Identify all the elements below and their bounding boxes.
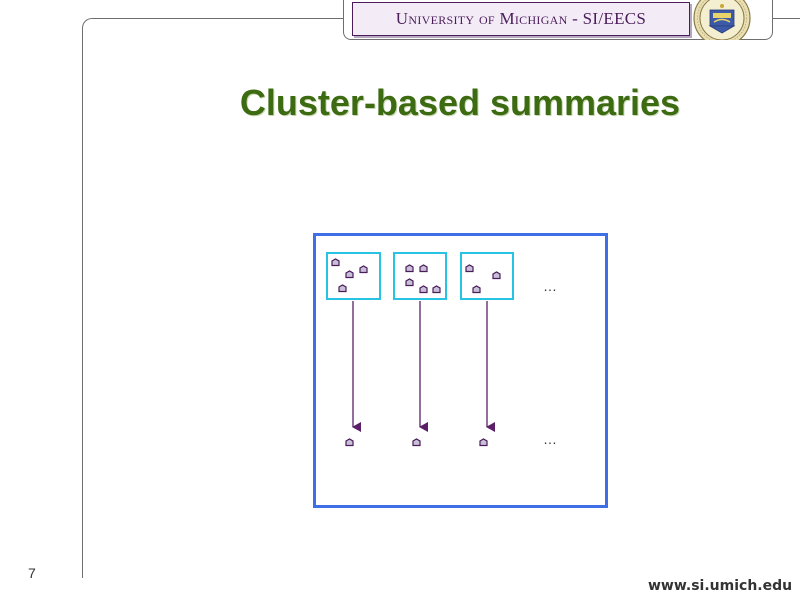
document-dot xyxy=(405,278,414,287)
document-dot xyxy=(465,264,474,273)
document-dot xyxy=(432,285,441,294)
document-dot xyxy=(419,285,428,294)
more-clusters-ellipsis: … xyxy=(543,278,557,294)
document-dot xyxy=(338,284,347,293)
summary-dot xyxy=(345,438,354,447)
outer-collection-box xyxy=(313,233,608,508)
document-dot xyxy=(492,271,501,280)
document-dot xyxy=(472,285,481,294)
header-banner: University of Michigan - SI/EECS xyxy=(352,2,690,36)
document-dot xyxy=(359,265,368,274)
cluster-diagram: … … xyxy=(313,233,608,508)
document-dot xyxy=(405,264,414,273)
institution-label: University of Michigan - SI/EECS xyxy=(395,9,647,28)
university-seal-icon xyxy=(693,0,751,40)
document-dot xyxy=(345,270,354,279)
page-number: 7 xyxy=(28,565,36,581)
document-dot xyxy=(331,258,340,267)
cluster-box xyxy=(460,252,514,300)
document-dot xyxy=(419,264,428,273)
summary-dot xyxy=(479,438,488,447)
summary-dot xyxy=(412,438,421,447)
footer-url: www.si.umich.edu xyxy=(648,578,793,594)
more-summaries-ellipsis: … xyxy=(543,431,557,447)
slide-title: Cluster-based summaries xyxy=(239,82,681,123)
